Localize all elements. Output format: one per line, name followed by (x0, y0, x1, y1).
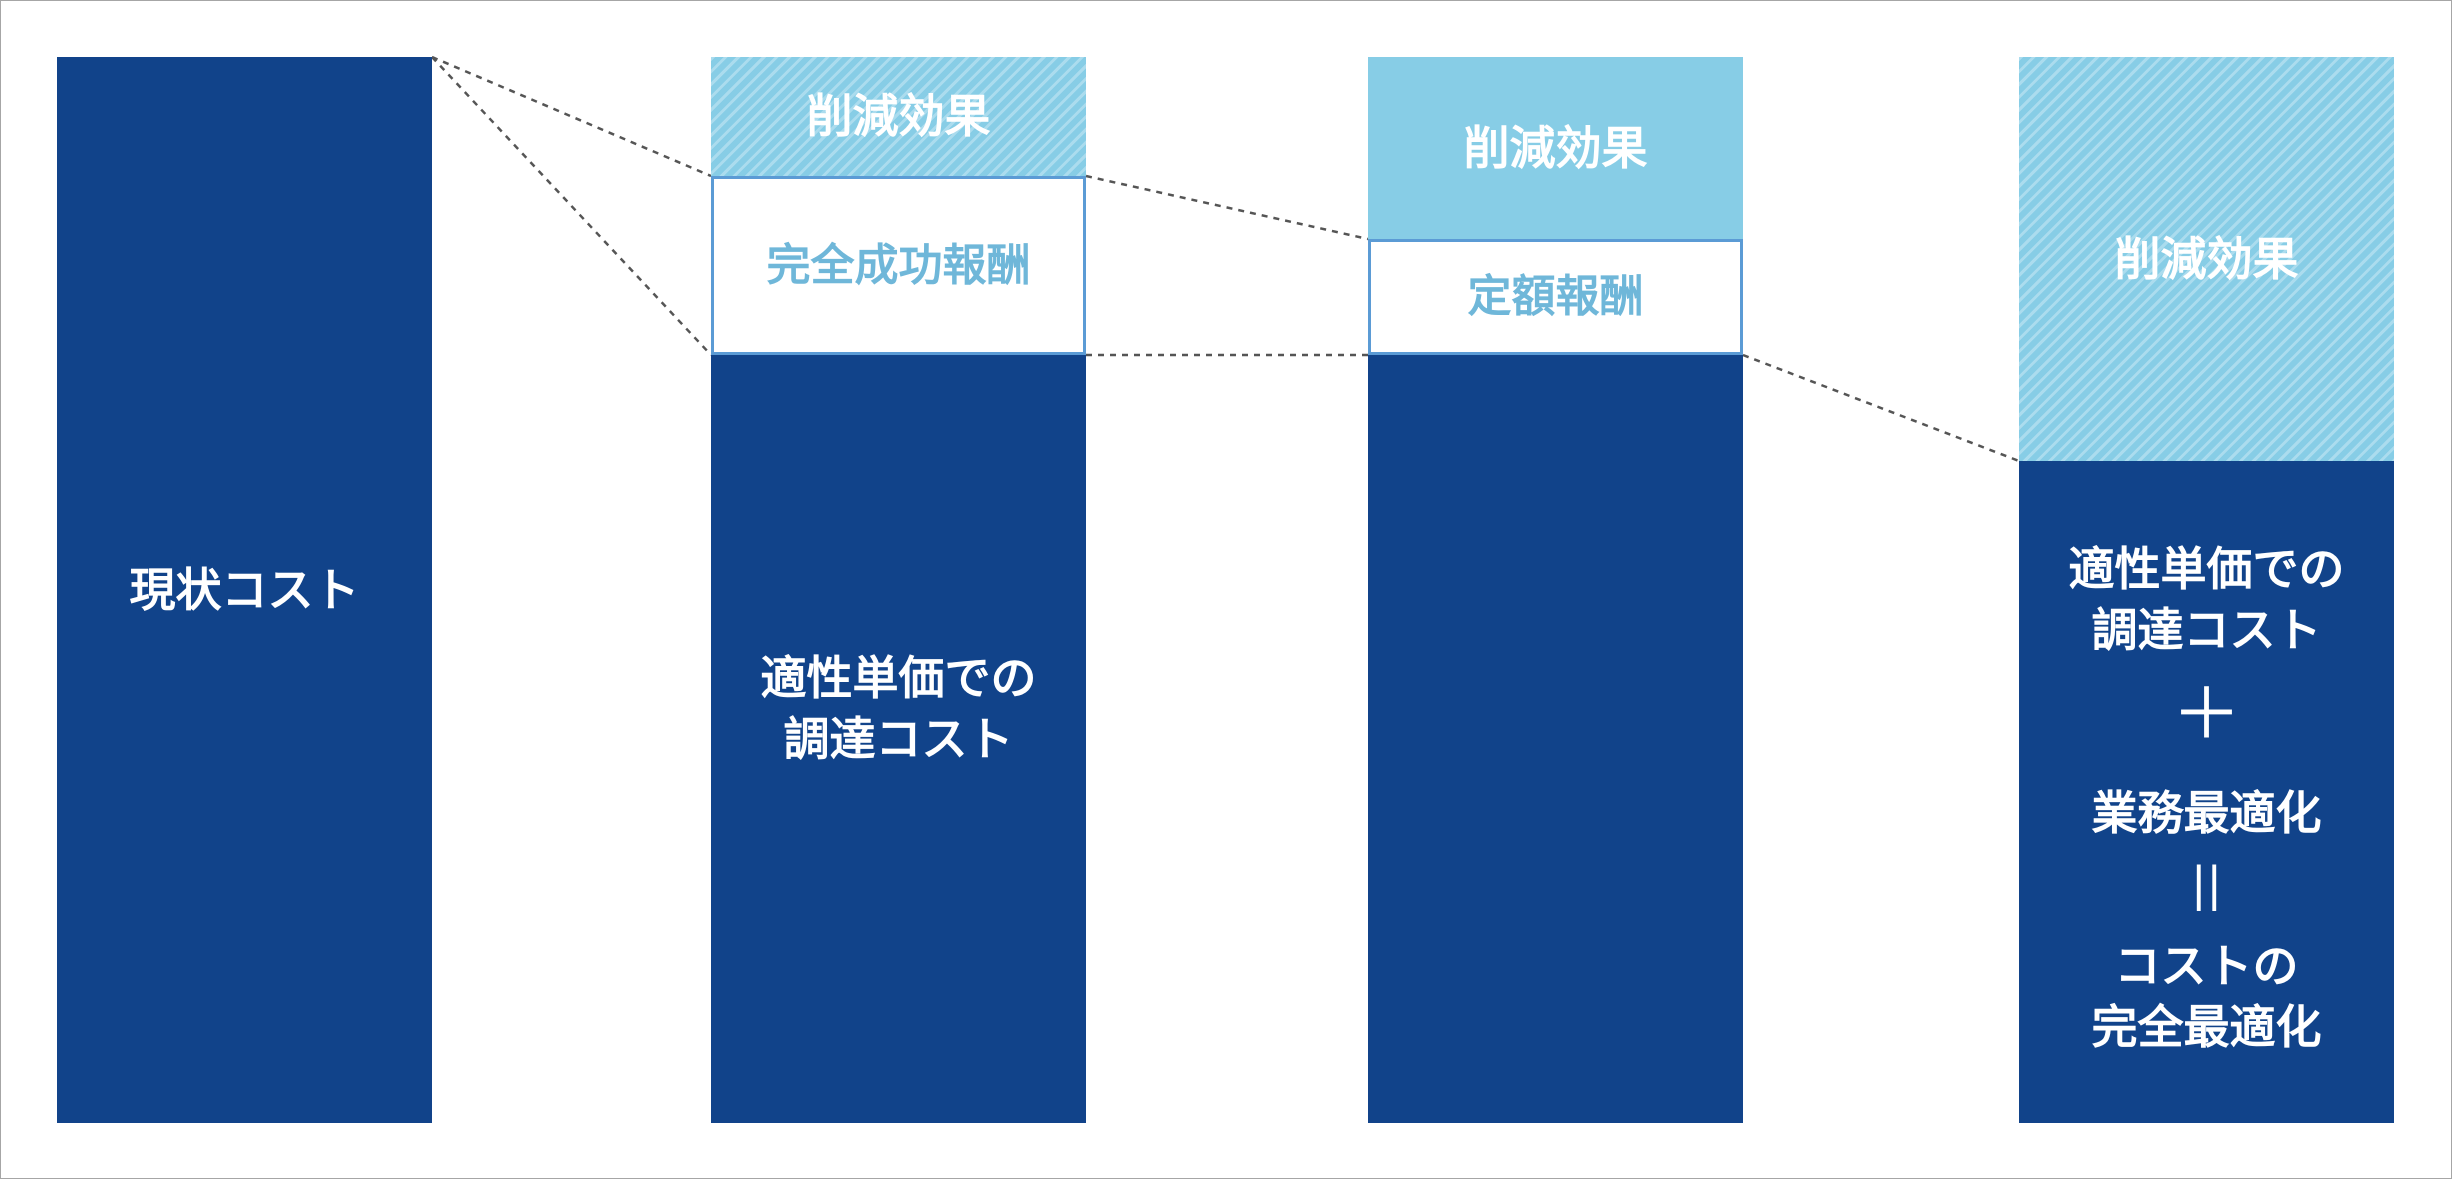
optimized-result-line2: 完全最適化 (2091, 999, 2322, 1054)
equals-sign: || (2191, 857, 2222, 911)
success-fee-label: 完全成功報酬 (766, 239, 1031, 291)
optimized-base-cost-line1: 適性単価での (2068, 542, 2345, 596)
fixed-fee-reduction-label: 削減効果 (1463, 120, 1648, 175)
fixed-fee-label: 定額報酬 (1467, 271, 1644, 323)
connector-current-to-fee-bottom (431, 56, 712, 356)
success-fee-base-cost-line2: 調達コスト (783, 712, 1014, 766)
success-fee-reduction-label: 削減効果 (806, 89, 991, 144)
success-fee-reduction-block: 削減効果 (711, 57, 1086, 176)
plus-sign: ＋ (2171, 673, 2242, 755)
optimized-cost-block: 適性単価での 調達コスト ＋ 業務最適化 || コストの 完全最適化 (2019, 461, 2394, 1123)
operations-optimization-label: 業務最適化 (2091, 786, 2322, 840)
success-fee-block: 完全成功報酬 (711, 176, 1086, 355)
success-fee-base-cost-block: 適性単価での 調達コスト (711, 355, 1086, 1123)
optimized-reduction-block: 削減効果 (2019, 57, 2394, 461)
optimized-result-line1: コストの (2114, 939, 2299, 993)
current-cost-label: 現状コスト (129, 562, 360, 617)
connector-current-to-fee-top (431, 55, 712, 178)
current-cost-bar: 現状コスト (57, 57, 432, 1123)
success-fee-base-cost-line1: 適性単価での (760, 651, 1037, 706)
fixed-fee-reduction-block: 削減効果 (1368, 57, 1743, 239)
connector-fixed-to-optimized (1742, 353, 2020, 463)
optimized-reduction-label: 削減効果 (2114, 231, 2299, 286)
connector-success-to-fixed-top (1085, 174, 1369, 241)
optimized-base-cost-line2: 調達コスト (2091, 602, 2322, 657)
fixed-fee-base-cost-block (1368, 355, 1743, 1123)
fixed-fee-block: 定額報酬 (1368, 239, 1743, 355)
